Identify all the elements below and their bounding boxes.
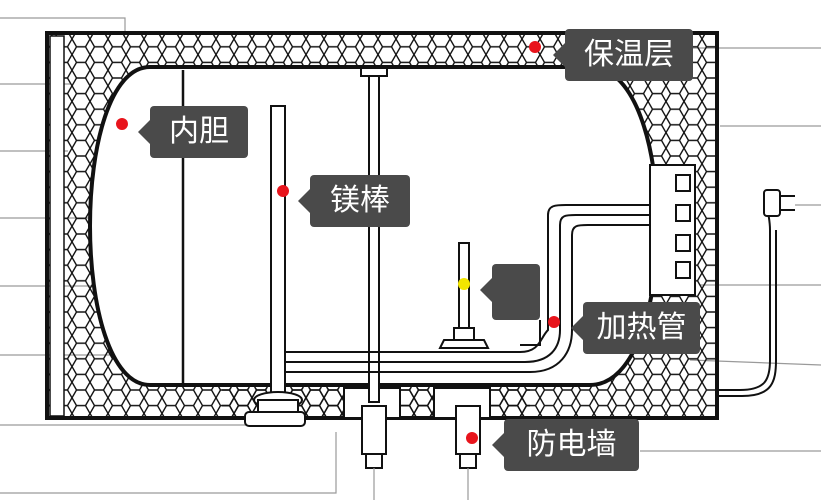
heating-tube-marker <box>548 316 560 328</box>
anti-shock-wall-label-text: 防电墙 <box>526 427 617 462</box>
inner-tank-marker <box>116 118 128 130</box>
magnesium-rod <box>253 105 303 417</box>
anti-shock-wall-marker <box>466 432 478 444</box>
inlet-pipe <box>360 67 388 403</box>
heating-tube-label-text: 加热管 <box>596 310 687 345</box>
magnesium-rod-label: 镁棒 <box>298 175 410 227</box>
insulation-marker <box>529 41 541 53</box>
insulation-label: 保温层 <box>553 29 693 81</box>
power-cord <box>717 209 777 397</box>
anti-shock-wall-label: 防电墙 <box>492 419 639 471</box>
magnesium-rod-marker <box>277 185 289 197</box>
heating-terminal-box <box>649 164 696 296</box>
sensor-marker <box>458 278 470 290</box>
heating-tube-label: 加热管 <box>571 302 700 354</box>
inner-tank-label-text: 内胆 <box>169 114 229 149</box>
plug-icon <box>763 189 795 217</box>
inner-tank-label: 内胆 <box>138 106 248 158</box>
insulation-label-text: 保温层 <box>584 37 674 72</box>
bottom-fittings <box>244 405 481 469</box>
magnesium-rod-label-text: 镁棒 <box>330 183 390 218</box>
sensor-label <box>480 264 540 320</box>
